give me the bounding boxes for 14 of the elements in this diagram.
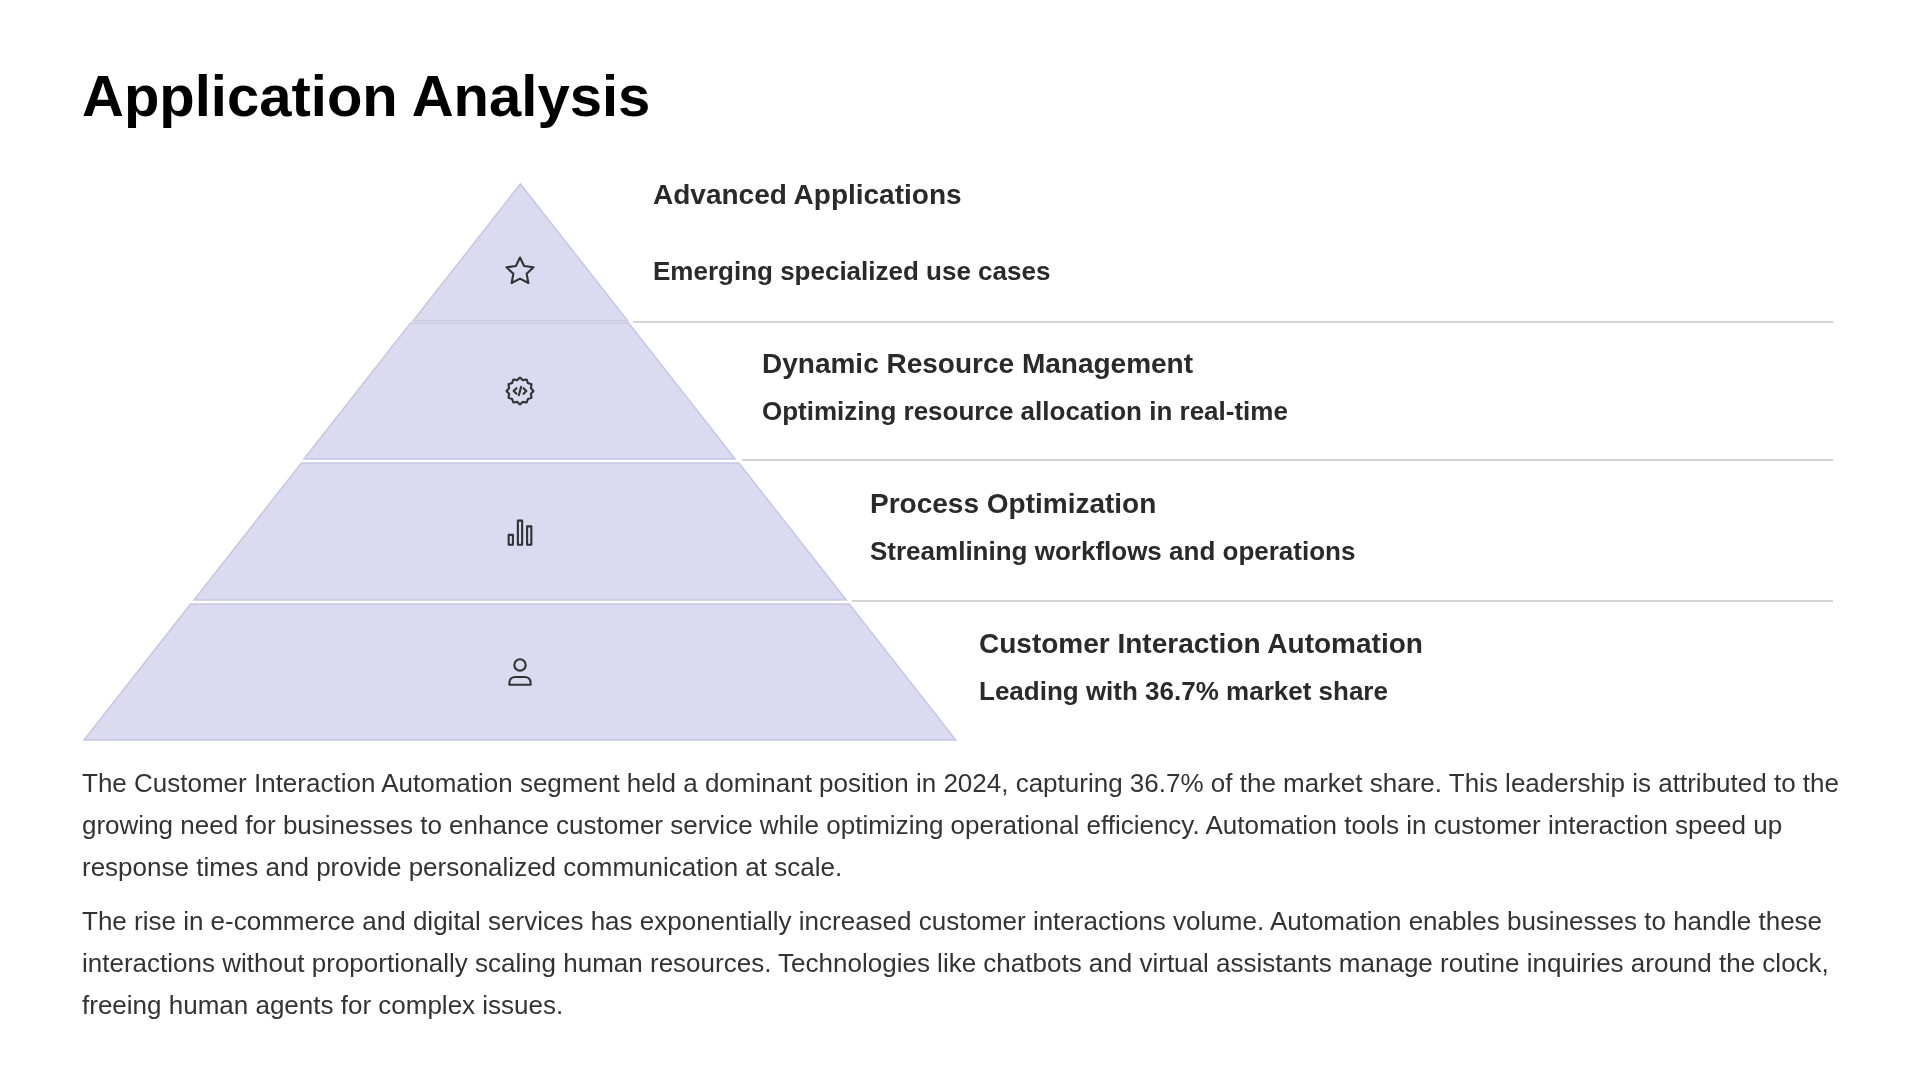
tier-description: Optimizing resource allocation in real-time [762, 396, 1288, 427]
page-title: Application Analysis [82, 62, 651, 129]
tier-title: Process Optimization [870, 488, 1157, 520]
pyramid-tier [84, 604, 956, 740]
pyramid-tier [304, 323, 736, 459]
tier-description: Leading with 36.7% market share [979, 676, 1388, 707]
tier-title: Advanced Applications [653, 179, 962, 211]
tier-description: Streamlining workflows and operations [870, 536, 1356, 567]
tier-description: Emerging specialized use cases [653, 256, 1051, 287]
tier-title: Customer Interaction Automation [979, 628, 1423, 660]
paragraph: The rise in e-commerce and digital services has exponentially increased customer interactions volume. Automation enables businesses to handle these interactions without proportionally scaling human resources. Technologies like chatbots and virtual assistants manage routine inquiries around the clock, freeing human agents for complex issues. [82, 905, 1830, 1022]
tier-title: Dynamic Resource Management [762, 348, 1194, 380]
paragraph: The Customer Interaction Automation segment held a dominant position in 2024, capturing 36.7% of the market share. This leadership is attributed to the growing need for businesses to enhance customer service while optimizing operational efficiency. Automation tools in customer interaction speed up response times and provide personalized communication at scale. [82, 767, 1840, 884]
pyramid-tier [193, 463, 847, 600]
